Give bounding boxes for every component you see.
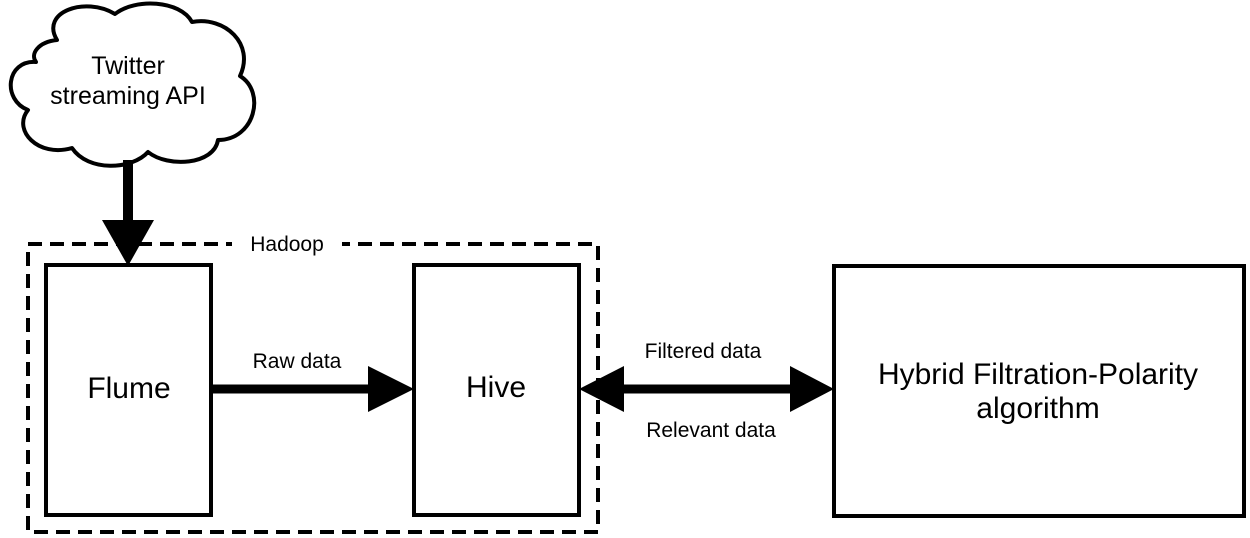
hadoop-label-gap (232, 236, 342, 252)
hive-algorithm-bidirectional-arrow (579, 366, 834, 412)
hadoop-label: Hadoop (250, 233, 324, 256)
algorithm-box: Hybrid Filtration-Polarity algorithm (832, 264, 1246, 518)
cloud-to-flume-arrow (102, 160, 154, 266)
flume-label: Flume (87, 372, 170, 405)
flume-to-hive-arrow (211, 366, 414, 412)
flume-box: Flume (44, 263, 213, 517)
cloud-label-line2: streaming API (50, 82, 206, 110)
hive-box: Hive (412, 263, 581, 517)
twitter-api-cloud: Twitter streaming API (8, 1, 257, 168)
cloud-shape (8, 1, 257, 168)
cloud-label-line1: Twitter (91, 52, 165, 80)
raw-data-label: Raw data (253, 350, 342, 373)
filtered-data-label: Filtered data (645, 340, 762, 363)
algorithm-label-line2: algorithm (976, 392, 1099, 425)
relevant-data-label: Relevant data (646, 419, 776, 442)
hive-label: Hive (466, 371, 526, 404)
algorithm-label-line1: Hybrid Filtration-Polarity (878, 358, 1198, 391)
